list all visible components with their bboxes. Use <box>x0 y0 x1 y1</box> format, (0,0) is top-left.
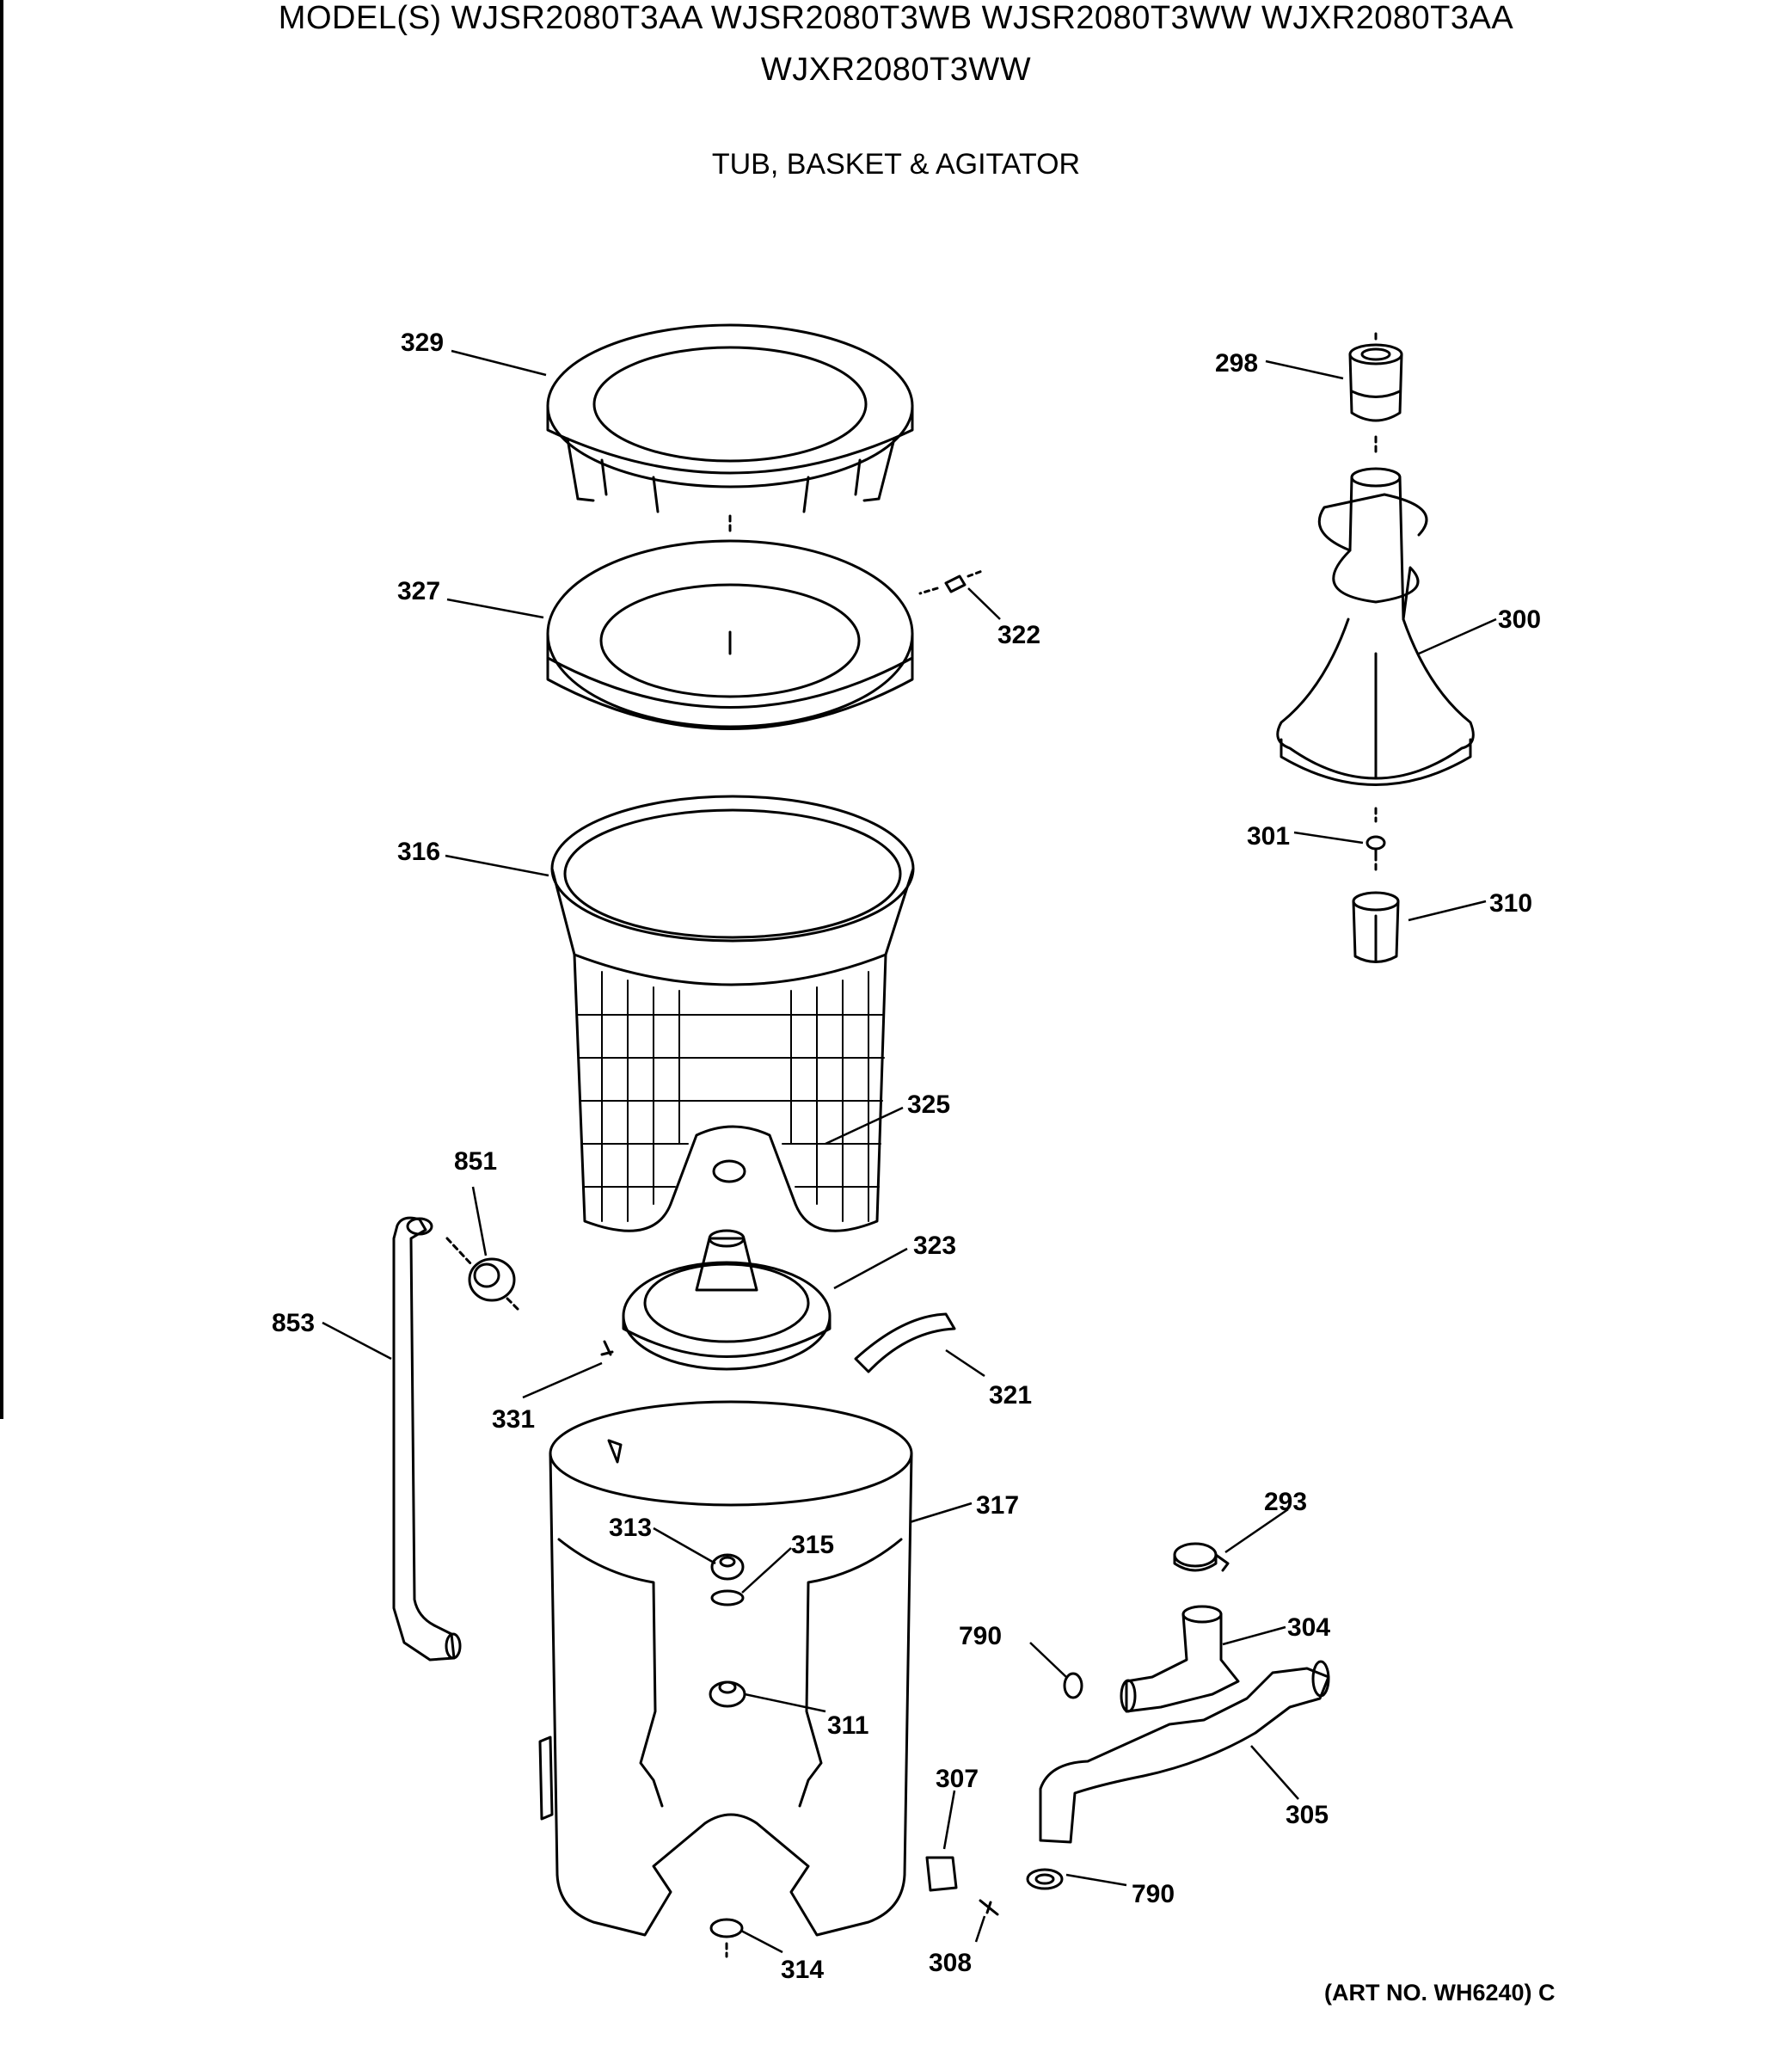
models-line-2: WJXR2080T3WW <box>760 52 1032 88</box>
label-851: 851 <box>454 1147 497 1176</box>
part-298-agitator-cap <box>1348 343 1403 422</box>
part-313-nut <box>710 1553 745 1581</box>
label-298: 298 <box>1215 349 1258 378</box>
label-317: 317 <box>976 1491 1019 1520</box>
label-322: 322 <box>997 621 1040 649</box>
part-305-drain-hose <box>1039 1660 1330 1844</box>
label-323: 323 <box>913 1232 956 1260</box>
part-790-clamp-upper <box>1063 1672 1083 1699</box>
part-310-coupler <box>1352 891 1400 963</box>
part-329-tub-cover <box>546 323 914 513</box>
part-316-spin-basket <box>550 795 915 1232</box>
label-301: 301 <box>1247 822 1290 851</box>
art-number: (ART NO. WH6240) C <box>1324 1980 1556 2006</box>
label-311: 311 <box>827 1711 868 1740</box>
label-321: 321 <box>989 1381 1032 1410</box>
part-853-fill-tube <box>392 1216 462 1662</box>
leader-lines <box>322 349 1497 1954</box>
label-304: 304 <box>1287 1613 1330 1642</box>
part-315-washer <box>710 1589 745 1606</box>
part-331-screw <box>600 1340 614 1356</box>
part-293-hose-clamp <box>1173 1542 1230 1572</box>
part-304-drain-hose-elbow <box>1120 1605 1240 1713</box>
label-293: 293 <box>1264 1488 1307 1516</box>
label-315: 315 <box>791 1531 834 1559</box>
label-300: 300 <box>1498 605 1541 634</box>
part-301-bolt <box>1365 835 1386 862</box>
label-307: 307 <box>936 1765 979 1793</box>
label-314: 314 <box>781 1956 824 1984</box>
part-314-seal <box>709 1918 744 1938</box>
label-305: 305 <box>1286 1801 1329 1829</box>
part-317-outer-tub <box>538 1400 913 1937</box>
label-331: 331 <box>492 1405 535 1434</box>
label-327: 327 <box>397 577 440 605</box>
label-308: 308 <box>929 1949 972 1977</box>
label-790-upper: 790 <box>959 1622 1002 1650</box>
part-323-basket-hub <box>622 1229 832 1371</box>
part-300-agitator <box>1276 467 1475 786</box>
models-line-1: MODEL(S) WJSR2080T3AA WJSR2080T3WB WJSR2… <box>278 0 1514 36</box>
label-325: 325 <box>907 1090 950 1119</box>
label-316: 316 <box>397 838 440 866</box>
part-311-bearing <box>709 1680 746 1708</box>
part-307-bracket <box>925 1856 958 1892</box>
part-327-balance-ring <box>546 539 914 730</box>
label-790-lower: 790 <box>1132 1880 1175 1908</box>
part-790-clamp-lower <box>1026 1868 1064 1890</box>
part-308-screw <box>979 1899 999 1916</box>
label-329: 329 <box>401 329 444 357</box>
part-321-filter <box>854 1312 956 1373</box>
label-310: 310 <box>1489 889 1532 918</box>
label-853: 853 <box>272 1309 315 1337</box>
label-313: 313 <box>609 1514 652 1542</box>
part-322-screw <box>918 569 984 595</box>
diagram-title: TUB, BASKET & AGITATOR <box>711 148 1081 181</box>
part-851-cap <box>468 1257 516 1302</box>
page-edge-bar <box>0 0 3 1419</box>
